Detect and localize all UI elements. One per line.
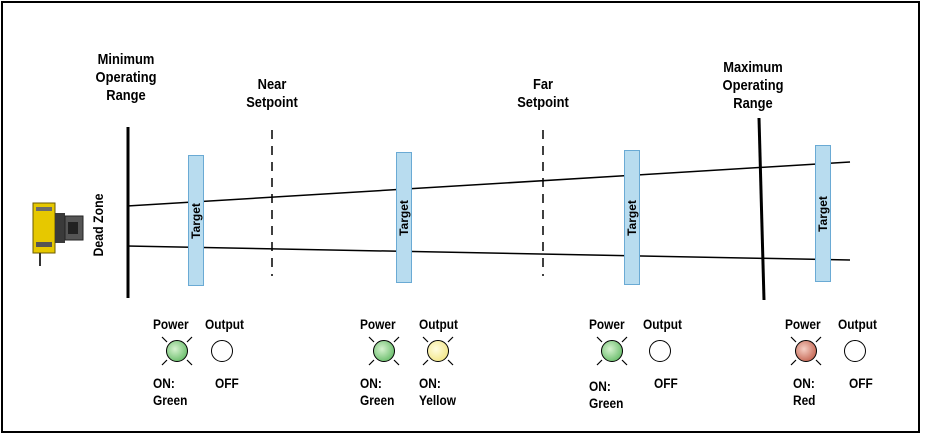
led-rays <box>161 336 822 366</box>
power-state: ON:Red <box>793 376 816 408</box>
power-title: Power <box>589 317 625 332</box>
output-led-icon <box>211 340 233 362</box>
output-title: Output <box>838 317 877 332</box>
output-state: OFF <box>654 376 678 391</box>
power-state: ON:Green <box>589 379 624 411</box>
diagram-frame <box>1 1 920 433</box>
power-led-icon <box>166 340 188 362</box>
near-setpoint-label: Near Setpoint <box>246 76 298 111</box>
power-led-icon <box>373 340 395 362</box>
power-state: ON:Green <box>360 376 395 408</box>
output-state: OFF <box>849 376 873 391</box>
beam-upper-line <box>126 161 851 207</box>
output-led-icon <box>649 340 671 362</box>
min-range-label: Minimum Operating Range <box>95 51 157 104</box>
target-1: Target <box>188 155 204 286</box>
output-state: ON:Yellow <box>419 376 456 408</box>
output-title: Output <box>419 317 458 332</box>
target-2: Target <box>396 152 412 283</box>
power-title: Power <box>785 317 821 332</box>
power-led-icon <box>795 340 817 362</box>
power-title: Power <box>360 317 396 332</box>
far-setpoint-label: Far Setpoint <box>517 76 569 111</box>
power-state: ON:Green <box>153 376 188 408</box>
output-title: Output <box>643 317 682 332</box>
output-title: Output <box>205 317 244 332</box>
max-range-label: Maximum Operating Range <box>722 59 784 112</box>
dead-zone-label: Dead Zone <box>90 193 106 257</box>
target-3: Target <box>624 150 640 285</box>
output-state: OFF <box>215 376 239 391</box>
output-led-icon <box>427 340 449 362</box>
beam-lower-line <box>126 245 851 261</box>
power-led-icon <box>601 340 623 362</box>
target-4: Target <box>815 145 831 282</box>
output-led-icon <box>844 340 866 362</box>
max-range-line <box>757 117 766 301</box>
power-title: Power <box>153 317 189 332</box>
sensor-icon <box>32 202 84 266</box>
